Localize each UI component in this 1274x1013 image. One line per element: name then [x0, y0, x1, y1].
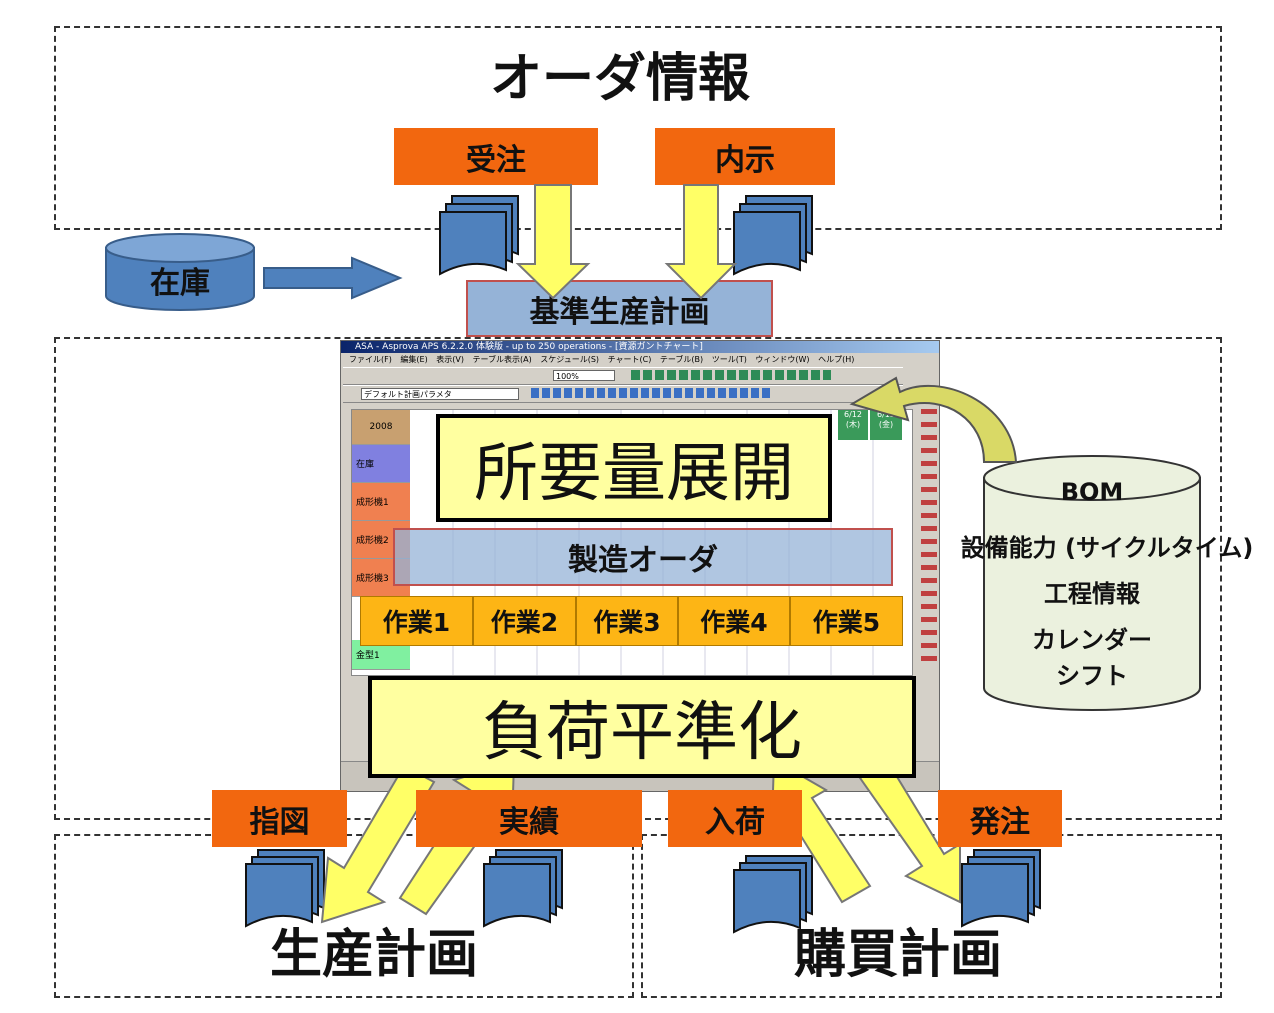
menu-window[interactable]: ウィンドウ(W)	[755, 355, 810, 364]
juchu-arrow-icon	[515, 184, 591, 300]
mfg-order-label: 製造オーダ	[568, 543, 718, 578]
base-plan-label: 基準生産計画	[529, 294, 710, 330]
naiji-arrow-icon	[664, 184, 738, 300]
order-section-frame	[54, 26, 1222, 230]
window-title: ASA - Asprova APS 6.2.2.0 体験版 - up to 25…	[341, 341, 939, 353]
capacity-label: 設備能力 (サイクルタイム)	[960, 534, 1254, 562]
stock-label: 在庫	[150, 266, 210, 301]
menu-file[interactable]: ファイル(F)	[349, 355, 392, 364]
master-arrow-icon	[849, 376, 1018, 463]
document-stack-icon	[483, 849, 563, 928]
work-1: 作業1	[360, 596, 473, 646]
leveling-label: 負荷平準化	[482, 696, 802, 770]
mrp-label: 所要量展開	[474, 437, 794, 511]
purchase-plan-title: 購買計画	[794, 925, 1003, 985]
work-5: 作業5	[790, 596, 903, 646]
menu-schedule[interactable]: スケジュール(S)	[540, 355, 600, 364]
row-stock: 在庫	[352, 445, 410, 483]
mfg-order-band: 製造オーダ	[393, 528, 893, 586]
zoom-select[interactable]: 100%	[553, 370, 615, 381]
document-stack-icon	[439, 195, 519, 276]
document-stack-icon	[733, 195, 813, 276]
document-stack-icon	[961, 849, 1041, 928]
menu-edit[interactable]: 編集(E)	[400, 355, 428, 364]
toolbar-icons-2	[531, 388, 771, 398]
order-info-title: オーダ情報	[490, 49, 751, 109]
base-plan-box: 基準生産計画	[466, 280, 773, 337]
menu-bar: ファイル(F) 編集(E) 表示(V) テーブル表示(A) スケジュール(S) …	[341, 354, 939, 366]
shift-label: シフト	[1056, 662, 1128, 690]
menu-tools[interactable]: ツール(T)	[711, 355, 747, 364]
master-data-cylinder-icon	[983, 455, 1201, 711]
stock-arrow-icon	[263, 256, 403, 300]
stock-cylinder-icon	[105, 233, 255, 311]
calendar-label: カレンダー	[1032, 626, 1152, 654]
hatchu-label: 発注	[938, 790, 1062, 847]
toolbar-icons	[631, 370, 831, 380]
menu-view[interactable]: 表示(V)	[436, 355, 464, 364]
naiji-label: 内示	[655, 128, 835, 185]
mrp-box: 所要量展開	[436, 414, 832, 522]
leveling-box: 負荷平準化	[368, 676, 916, 778]
nyuka-label: 入荷	[668, 790, 802, 847]
jisseki-label: 実績	[416, 790, 642, 847]
param-select[interactable]: デフォルト計画パラメタ	[361, 388, 519, 400]
menu-table[interactable]: テーブル(B)	[659, 355, 704, 364]
production-plan-title: 生産計画	[270, 925, 479, 985]
process-label: 工程情報	[1044, 580, 1140, 608]
juchu-label: 受注	[394, 128, 598, 185]
menu-help[interactable]: ヘルプ(H)	[818, 355, 855, 364]
toolbar-2	[343, 385, 903, 403]
toolbar-1	[343, 367, 903, 385]
menu-table-view[interactable]: テーブル表示(A)	[472, 355, 532, 364]
bom-label: BOM	[1060, 478, 1124, 506]
row-machine-1: 成形機1	[352, 483, 410, 521]
menu-chart[interactable]: チャート(C)	[607, 355, 652, 364]
work-4: 作業4	[678, 596, 790, 646]
document-stack-icon	[245, 849, 325, 928]
date-header-1: 6/12 (木)	[838, 410, 868, 440]
work-3: 作業3	[576, 596, 678, 646]
right-tool-strip	[921, 409, 937, 669]
document-stack-icon	[733, 855, 813, 934]
work-2: 作業2	[473, 596, 576, 646]
shizu-label: 指図	[212, 790, 347, 847]
year-cell: 2008	[352, 410, 410, 445]
